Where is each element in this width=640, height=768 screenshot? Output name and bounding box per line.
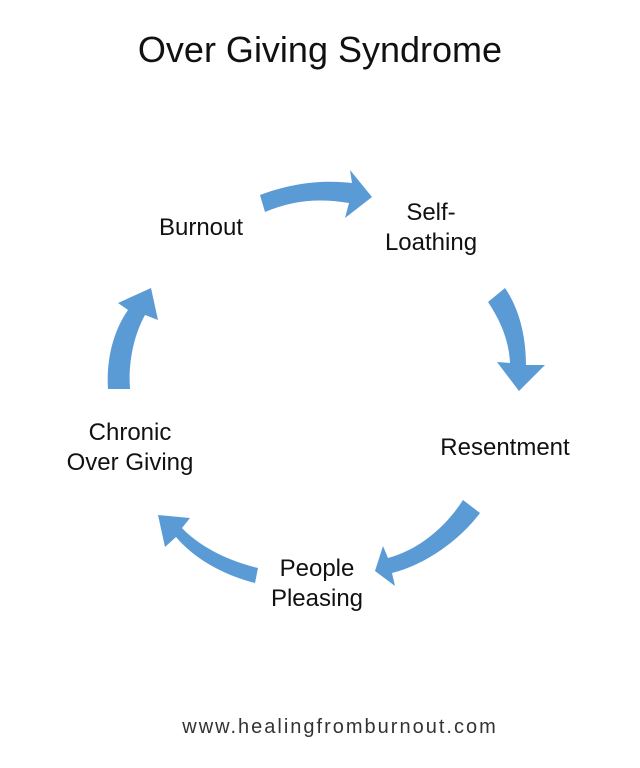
footer-website: www.healingfromburnout.com xyxy=(182,716,498,738)
arrow-resentment-to-people-pleasing xyxy=(375,500,480,586)
node-people-pleasing-line-2: Pleasing xyxy=(270,585,364,612)
diagram-title: Over Giving Syndrome xyxy=(137,29,503,70)
node-chronic-over-giving: Chronic Over Giving xyxy=(40,418,220,478)
node-chronic-over-giving-line-1: Chronic xyxy=(88,419,172,446)
node-self-loathing-line-2: Loathing xyxy=(384,229,478,256)
node-resentment: Resentment xyxy=(420,433,590,463)
node-self-loathing: Self- Loathing xyxy=(366,198,496,258)
node-burnout: Burnout xyxy=(141,213,261,243)
arrow-self-loathing-to-resentment xyxy=(488,288,545,391)
node-people-pleasing-line-1: People xyxy=(279,555,355,582)
node-self-loathing-line-1: Self- xyxy=(406,199,456,226)
arrow-people-pleasing-to-chronic xyxy=(158,515,258,583)
node-burnout-line: Burnout xyxy=(158,214,244,241)
node-resentment-line: Resentment xyxy=(440,434,570,461)
arrow-burnout-to-self-loathing xyxy=(260,170,372,218)
node-people-pleasing: People Pleasing xyxy=(252,554,382,614)
node-chronic-over-giving-line-2: Over Giving xyxy=(66,449,194,476)
arrow-chronic-to-burnout xyxy=(107,288,158,389)
